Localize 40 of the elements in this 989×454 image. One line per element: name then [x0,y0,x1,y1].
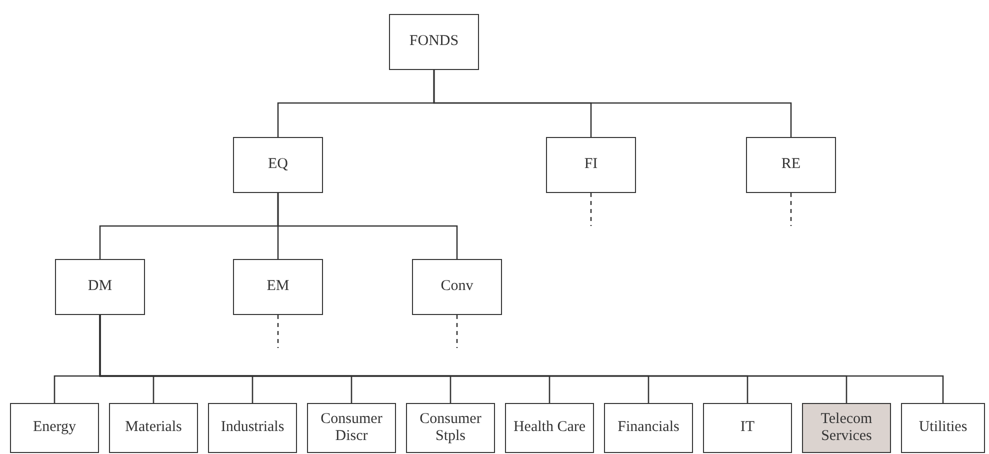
connector-line [433,70,792,137]
org-box [307,403,396,453]
box-label: Utilities [918,419,968,437]
box-label: EM [266,278,290,296]
org-box [389,14,479,70]
org-box [703,403,792,453]
org-box [802,403,891,453]
org-box [546,137,636,193]
box-label: EQ [268,156,288,174]
org-box [746,137,836,193]
box-label: Consumer Stpls [418,410,482,446]
org-box [505,403,594,453]
org-box [412,259,502,315]
box-label: FI [584,156,598,174]
box-label: Consumer Discr [320,410,384,446]
box-label: RE [781,156,801,174]
org-box [208,403,297,453]
box-label: Telecom Services [820,410,874,446]
box-label: IT [740,419,755,437]
org-box [604,403,693,453]
box-label: Conv [440,278,474,296]
org-box [233,259,323,315]
dashed-connector [456,315,458,348]
box-label: Health Care [513,419,586,437]
box-label: Materials [125,419,182,437]
org-box [233,137,323,193]
org-box [406,403,495,453]
box-label: Industrials [220,419,284,437]
org-box [901,403,985,453]
box-label: FONDS [409,33,459,51]
dashed-connector [790,193,792,226]
org-box [109,403,198,453]
org-box [10,403,99,453]
box-label: Energy [32,419,76,437]
connector-line [277,193,458,259]
box-label: DM [88,278,112,296]
dashed-connector [590,193,592,226]
box-label: Financials [618,419,680,437]
dashed-connector [277,315,279,348]
org-box [55,259,145,315]
